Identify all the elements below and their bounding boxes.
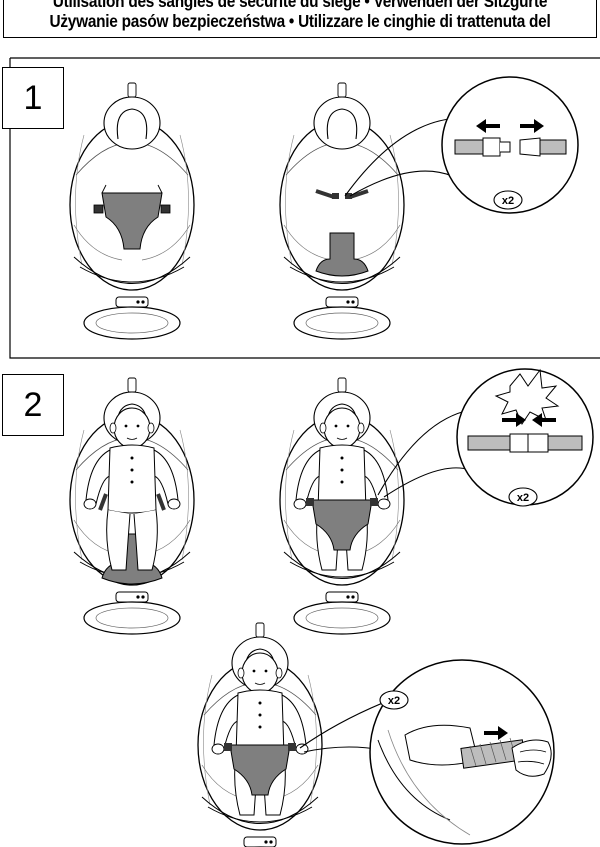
seat-illustration-step2-tightening <box>198 623 322 847</box>
step-number-1: 1 <box>2 67 64 129</box>
seat-illustration-step1-buckled <box>70 83 194 339</box>
count-label-tighten: x2 <box>388 695 400 707</box>
seat-illustration-step2-baby-placed <box>70 378 194 634</box>
buckle-joined-illustration <box>468 434 582 452</box>
step-number-2: 2 <box>2 374 64 436</box>
count-label-step2: x2 <box>517 492 529 504</box>
count-label-step1: x2 <box>502 195 514 207</box>
seat-illustration-step2-buckling <box>280 378 404 634</box>
seat-illustration-step1-unbuckled <box>280 83 404 339</box>
